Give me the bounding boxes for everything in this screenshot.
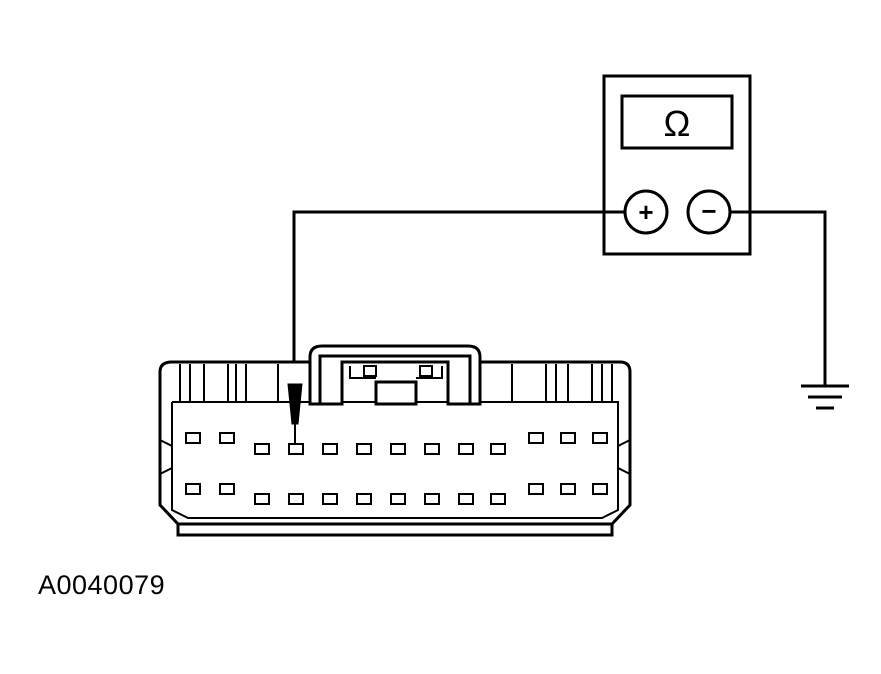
pin-cavity: [490, 493, 506, 505]
left-notch: [159, 439, 173, 475]
positive-terminal: +: [623, 189, 669, 235]
connector-ribs: [179, 364, 613, 402]
pin-cavity: [592, 483, 608, 495]
pin-cavity: [458, 443, 474, 455]
pin-cavity: [219, 432, 235, 444]
latch-arm-left: [349, 366, 376, 379]
ohmmeter: Ω + −: [602, 74, 752, 256]
negative-terminal-label: −: [701, 196, 716, 226]
pin-cavity: [390, 493, 406, 505]
pin-cavity: [356, 443, 372, 455]
pin-cavity: [560, 432, 576, 444]
pin-cavity: [254, 493, 270, 505]
pin-cavity: [560, 483, 576, 495]
ohm-symbol: Ω: [664, 103, 691, 144]
pin-cavity: [356, 493, 372, 505]
pin-cavities: [185, 432, 608, 505]
pin-cavity: [424, 443, 440, 455]
latch-arm-right: [416, 366, 443, 379]
locking-tab-inner: [318, 354, 472, 404]
pin-cavity: [288, 493, 304, 505]
pin-cavity: [390, 443, 406, 455]
lock-latch: [374, 380, 418, 406]
latch-slot-right: [419, 365, 433, 377]
right-notch: [617, 439, 631, 475]
pin-cavity: [219, 483, 235, 495]
connector-face: [171, 401, 619, 519]
positive-terminal-label: +: [638, 197, 653, 227]
pin-cavity: [185, 432, 201, 444]
latch-slot-left: [363, 365, 377, 377]
pin-cavity: [592, 432, 608, 444]
connector-skirt: [176, 524, 614, 537]
probe-tip: [287, 383, 303, 444]
pin-cavity: [458, 493, 474, 505]
pin-cavity: [528, 483, 544, 495]
pin-cavity: [288, 443, 304, 455]
positive-test-lead: [292, 210, 625, 392]
negative-test-lead: [730, 210, 827, 385]
ground-icon: [801, 384, 849, 410]
pin-cavity: [254, 443, 270, 455]
figure-id-label: A0040079: [38, 570, 166, 600]
pin-cavity: [322, 443, 338, 455]
pin-cavity: [528, 432, 544, 444]
ohmmeter-display: [620, 94, 734, 150]
pin-cavity: [490, 443, 506, 455]
pin-cavity: [185, 483, 201, 495]
pin-cavity: [424, 493, 440, 505]
negative-terminal: −: [686, 189, 732, 235]
connector: [158, 344, 632, 537]
pin-cavity: [322, 493, 338, 505]
